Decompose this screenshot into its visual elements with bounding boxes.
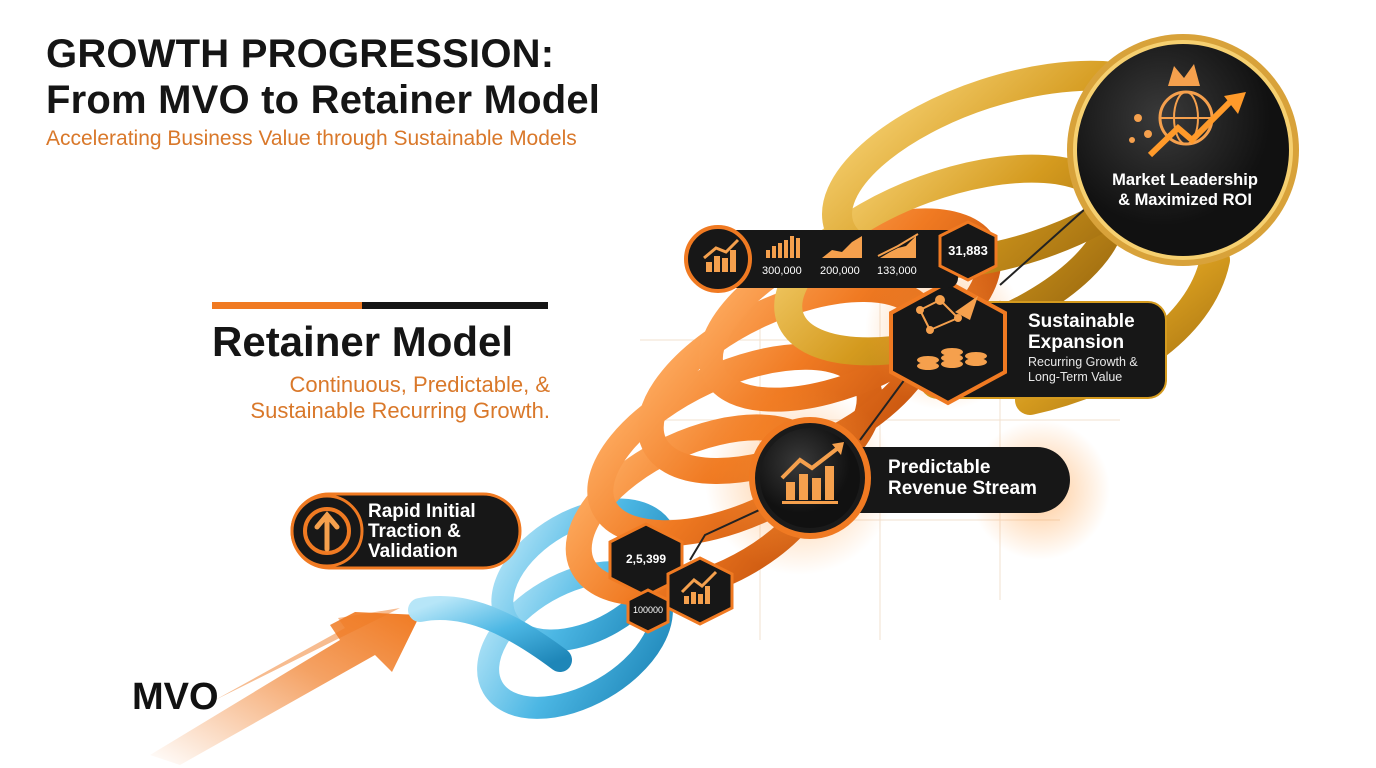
stage-predictable-revenue-line1: Predictable: [888, 457, 991, 478]
retainer-model-title: Retainer Model: [212, 318, 514, 365]
metrics-top-bar: [684, 220, 998, 293]
metric-top-3: 133,000: [877, 265, 917, 277]
stage-sustainable-expansion-title: Sustainable Expansion: [1028, 311, 1135, 353]
stage-sustainable-expansion-sub1: Recurring Growth &: [1028, 355, 1138, 369]
metric-hex-b: 100000: [632, 605, 664, 615]
crown-globe-icon: [1129, 64, 1246, 158]
page-title-line2: From MVO to Retainer Model: [46, 78, 601, 122]
stage-rapid-traction-line3: Validation: [368, 541, 458, 562]
metric-top-hex: 31,883: [948, 243, 988, 258]
stage-predictable-revenue-label: Predictable Revenue Stream: [888, 457, 1037, 499]
mvo-launch-arrow: [150, 608, 420, 765]
retainer-model-desc-line1: Continuous, Predictable, &: [289, 372, 551, 397]
stage-rapid-traction-line1: Rapid Initial: [368, 501, 476, 522]
mini-chart-1-icon: [766, 236, 800, 258]
page-title-line1: GROWTH PROGRESSION:: [46, 32, 555, 76]
hex-chart-icon: [680, 570, 718, 604]
stage-sustainable-expansion-sub2: Long-Term Value: [1028, 370, 1123, 384]
mvo-label: MVO: [132, 676, 219, 718]
stage-market-leadership-label: Market Leadership & Maximized ROI: [1097, 170, 1273, 210]
stage-rapid-traction-label: Rapid Initial Traction & Validation: [368, 502, 476, 562]
stage-market-leadership: [1067, 34, 1299, 266]
stage-sustainable-expansion-line1: Sustainable: [1028, 311, 1135, 332]
bar-chart-trend-icon: [780, 442, 844, 504]
stage-rapid-traction: [290, 492, 522, 570]
mini-bar-chart-icon: [703, 238, 740, 272]
metric-top-2: 200,000: [820, 265, 860, 277]
stage-rapid-traction-line2: Traction &: [368, 521, 461, 542]
hex-cluster: [608, 522, 734, 634]
connector-lines: [689, 199, 1096, 561]
mini-chart-3-icon: [877, 233, 919, 258]
stage-market-leadership-line1: Market Leadership: [1112, 171, 1258, 189]
page-subtitle: Accelerating Business Value through Sust…: [46, 127, 577, 150]
retainer-model-desc-line2: Sustainable Recurring Growth.: [250, 398, 550, 423]
retainer-accent-bar: [212, 302, 548, 309]
stage-sustainable-expansion-subtitle: Recurring Growth & Long-Term Value: [1028, 355, 1138, 385]
stage-sustainable-expansion: [889, 279, 1167, 406]
stage-market-leadership-line2: & Maximized ROI: [1118, 191, 1252, 209]
stage-predictable-revenue: [749, 417, 1070, 539]
network-coins-icon: [916, 295, 987, 370]
arrow-up-circle-icon: [303, 507, 351, 555]
metric-hex-a: 2,5,399: [625, 552, 667, 566]
stage-predictable-revenue-line2: Revenue Stream: [888, 478, 1037, 499]
metric-top-1: 300,000: [762, 265, 802, 277]
stage-sustainable-expansion-line2: Expansion: [1028, 332, 1125, 353]
mini-chart-2-icon: [822, 236, 862, 258]
